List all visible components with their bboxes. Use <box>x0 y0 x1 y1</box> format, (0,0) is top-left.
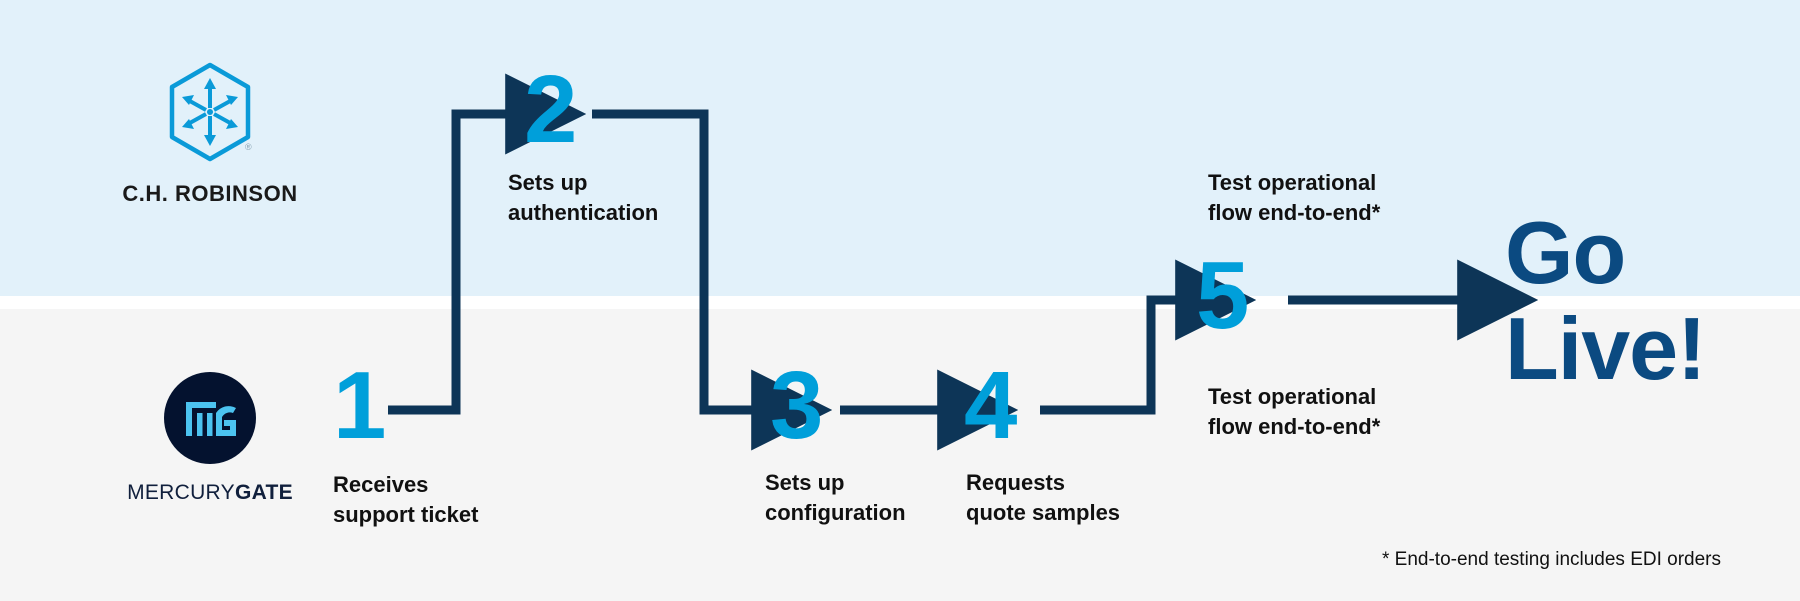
step-2-number: 2 <box>524 56 578 163</box>
step-1-label: Receives support ticket <box>333 472 479 527</box>
chrobinson-wordmark: C.H. ROBINSON <box>122 181 298 206</box>
step-4-number: 4 <box>964 352 1018 459</box>
lane-band-chrobinson <box>0 0 1800 296</box>
step-5-label-bottom: Test operational flow end-to-end* <box>1208 384 1381 439</box>
logo-chrobinson: ® C.H. ROBINSON <box>110 62 310 207</box>
hexagon-cube-arrows-icon: ® <box>110 62 310 167</box>
step-3-label: Sets up configuration <box>765 470 906 525</box>
step-1-number: 1 <box>333 352 387 459</box>
step-5-number: 5 <box>1196 242 1250 349</box>
lane-band-mercurygate <box>0 309 1800 601</box>
step-2-label: Sets up authentication <box>508 170 659 225</box>
mercurygate-circle-monogram-icon <box>164 372 256 468</box>
logo-mercurygate: MERCURYGATE <box>110 372 310 505</box>
footnote-text: * End-to-end testing includes EDI orders <box>1382 549 1722 570</box>
svg-text:®: ® <box>245 142 252 152</box>
mercurygate-wordmark-light: MERCURY <box>127 481 235 504</box>
go-live-text: Go Live! <box>1505 203 1706 398</box>
step-4-label: Requests quote samples <box>966 470 1121 525</box>
step-5-label-top: Test operational flow end-to-end* <box>1208 170 1381 225</box>
mercurygate-wordmark: MERCURYGATE <box>110 481 310 505</box>
step-3-number: 3 <box>770 352 824 459</box>
mercurygate-wordmark-bold: GATE <box>234 481 293 504</box>
